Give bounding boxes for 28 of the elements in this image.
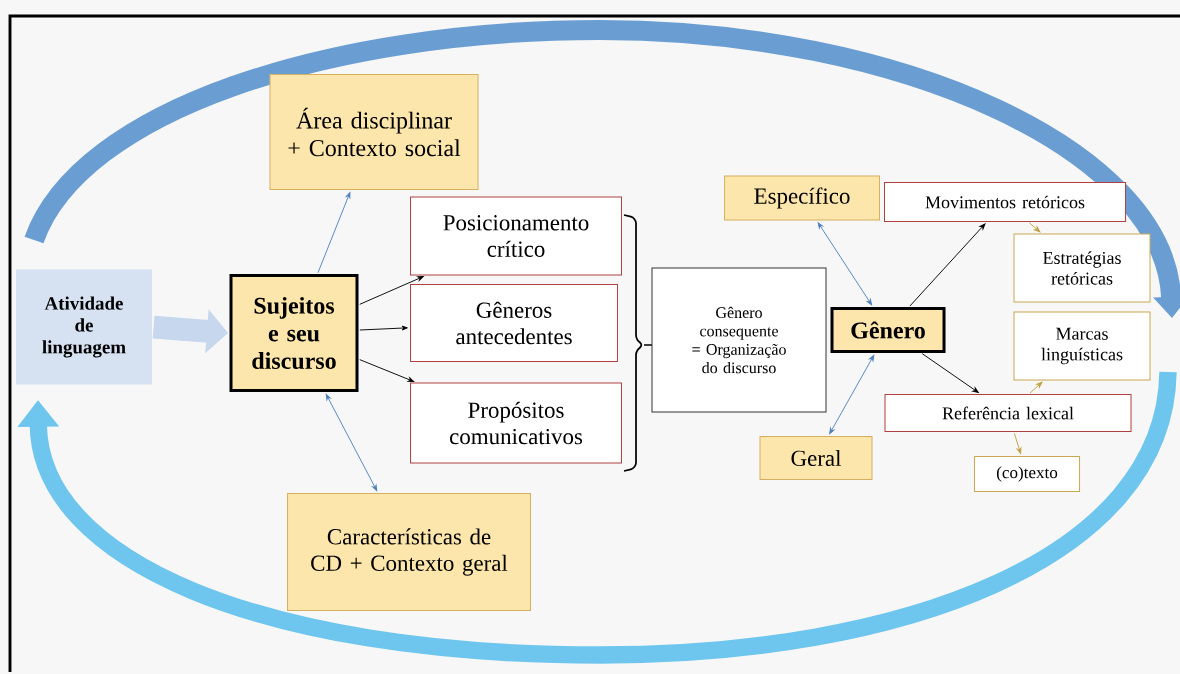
arrow (1029, 381, 1043, 394)
text-box: Características de CD + Contexto geral (287, 493, 531, 612)
arrow (359, 359, 415, 382)
text-box: Gêneros antecedentes (410, 283, 618, 363)
text-box: Marcas linguísticas (1013, 311, 1151, 381)
arrow (359, 325, 408, 331)
arrow (1028, 222, 1041, 233)
text-box: Estratégias retóricas (1013, 233, 1151, 303)
text-box: Gênero consequente = Organização do discurso (651, 267, 827, 413)
text-box: Movimentos retóricos (884, 182, 1127, 222)
text-box: Posicionamento crítico (410, 196, 622, 276)
text-box: (co)texto (974, 456, 1081, 492)
text-box: Referência lexical (884, 393, 1132, 433)
arrow (817, 222, 873, 306)
arrow (909, 223, 986, 307)
text-box: Propósitos comunicativos (410, 382, 622, 464)
text-box: Área disciplinar + Contexto social (269, 74, 479, 190)
subject-box: Sujeitos e seu discurso (229, 274, 359, 392)
arrow (921, 353, 979, 393)
genre-box: Gênero (830, 307, 946, 353)
text-box: Específico (724, 175, 880, 221)
activity-box: Atividade de linguagem (16, 269, 152, 385)
text-box: Geral (759, 436, 873, 480)
arrow (325, 393, 378, 492)
arrow (359, 276, 424, 305)
arrow (829, 354, 875, 435)
arrow (317, 191, 351, 274)
arrow (1013, 432, 1022, 454)
